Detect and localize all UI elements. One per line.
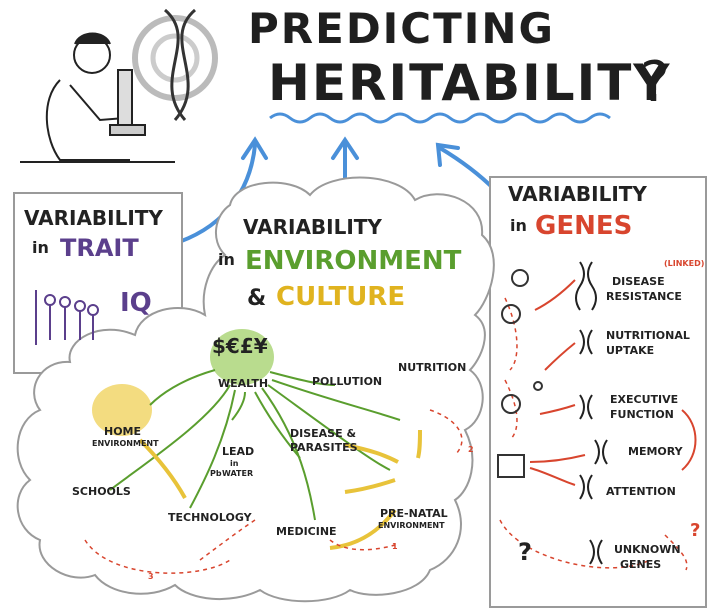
number-marker-2: 2 — [468, 445, 474, 454]
environment-keyword: ENVIRONMENT — [245, 246, 462, 276]
executive-2: FUNCTION — [610, 408, 674, 421]
dashed-links — [84, 297, 688, 574]
pb-label: Pb — [210, 469, 222, 478]
home-label: HOME — [104, 425, 142, 438]
home-blob — [92, 384, 152, 436]
gene-red-arrows — [529, 279, 697, 486]
prenatal-arrows — [138, 429, 422, 550]
gene-dna-icons — [575, 261, 608, 565]
environment-in: in — [218, 250, 235, 269]
disease-resistance-1: DISEASE — [612, 275, 665, 288]
attention-label: ATTENTION — [606, 485, 676, 498]
linked-label: (LINKED) — [664, 259, 705, 268]
genes-panel-box — [489, 176, 707, 608]
scientist-illustration — [20, 8, 218, 163]
lead-label: LEAD — [222, 445, 255, 458]
executive-1: EXECUTIVE — [610, 393, 679, 406]
schools-label: SCHOOLS — [72, 485, 131, 498]
home-sub-label: ENVIRONMENT — [92, 439, 159, 448]
trait-keyword: TRAIT — [60, 234, 139, 262]
medicine-label: MEDICINE — [276, 525, 337, 538]
nutritional-1: NUTRITIONAL — [606, 329, 690, 342]
wealth-symbols: $€£¥ — [212, 334, 268, 358]
title-line-2: HERITABILITY — [268, 54, 672, 112]
wealth-arrows — [109, 369, 401, 521]
number-marker-3: 3 — [148, 572, 154, 581]
unknown-1: UNKNOWN — [614, 543, 681, 556]
unknown-question-mark: ? — [518, 538, 532, 566]
environment-heading: VARIABILITY — [243, 215, 382, 239]
trait-heading: VARIABILITY — [24, 206, 163, 230]
environment-amp: & — [247, 286, 267, 311]
iq-label: IQ — [120, 288, 152, 318]
title-question-mark: ? — [640, 50, 671, 115]
trait-in: in — [32, 238, 49, 257]
title-line-1: PREDICTING — [248, 4, 556, 53]
prenatal-label-2: ENVIRONMENT — [378, 521, 445, 530]
disease-resistance-2: RESISTANCE — [606, 290, 682, 303]
genes-in: in — [510, 216, 527, 235]
lead-water-label: WATER — [222, 469, 254, 478]
technology-label: TECHNOLOGY — [168, 511, 252, 524]
lead-in-label: in — [230, 459, 239, 468]
disease-label-1: DISEASE & — [290, 427, 357, 440]
genes-heading: VARIABILITY — [508, 182, 647, 206]
nutritional-2: UPTAKE — [606, 344, 655, 357]
wealth-label: WEALTH — [218, 377, 269, 390]
memory-label: MEMORY — [628, 445, 683, 458]
culture-keyword: CULTURE — [276, 282, 406, 312]
genes-keyword: GENES — [535, 211, 633, 241]
unknown-red-question-mark: ? — [690, 520, 701, 541]
number-marker-1: 1 — [392, 542, 398, 551]
unknown-2: GENES — [620, 558, 662, 571]
disease-label-2: PARASITES — [290, 441, 358, 454]
pollution-label: POLLUTION — [312, 375, 383, 388]
prenatal-label-1: PRE-NATAL — [380, 507, 448, 520]
wealth-blob — [210, 329, 274, 385]
people-height-icons — [35, 290, 99, 345]
gene-item-icons — [497, 269, 543, 478]
nutrition-label: NUTRITION — [398, 361, 467, 374]
title-underline — [269, 112, 611, 124]
environment-cloud — [16, 176, 495, 603]
